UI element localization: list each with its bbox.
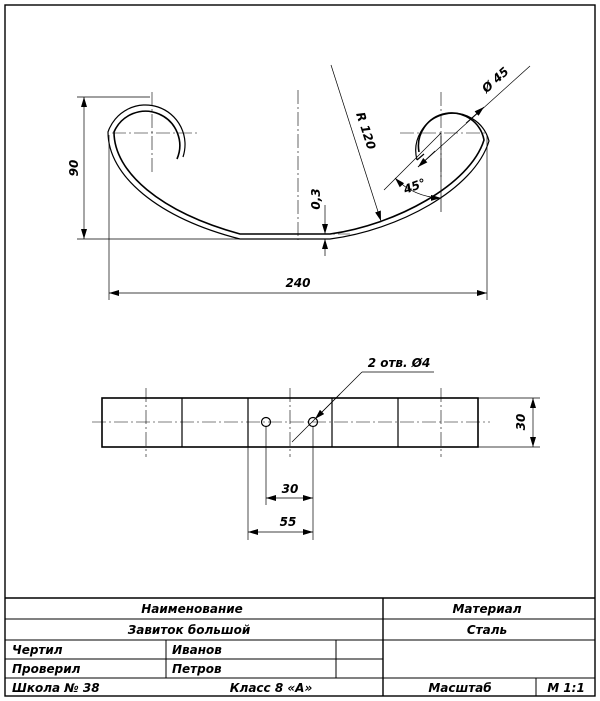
material-value: Сталь [467,623,507,637]
title-block-text: Наименование Материал Завиток большой Ст… [12,602,585,695]
drawn-label: Чертил [12,643,63,657]
name-header: Наименование [141,602,243,616]
checked-by: Петров [172,662,222,676]
dim-diameter: Ø 45 [478,64,511,96]
dim-angle: 45° [401,176,428,197]
dim-gap: 0,3 [309,188,323,209]
dimension-text-strip: 30 30 55 2 отв. Ø4 [280,356,528,529]
dim-width: 30 [514,414,528,431]
scroll-outer-contour [113,110,485,235]
dim-height: 90 [67,160,81,177]
dim-holes-note: 2 отв. Ø4 [368,356,431,370]
school-name: Школа № 38 [12,681,100,695]
scale-label: Масштаб [428,681,491,695]
material-header: Материал [452,602,521,616]
scroll-part-view [107,90,490,240]
drawn-by: Иванов [172,643,222,657]
part-name: Завиток большой [128,623,251,637]
scroll-inner-contour [107,104,490,240]
sheet-frame [4,4,596,697]
checked-label: Проверил [12,662,81,676]
dim-hole-start: 55 [280,515,297,529]
scale-value: М 1:1 [547,681,585,695]
dimension-lines-top [77,64,531,300]
dimension-lines-strip [247,371,540,540]
strip-view [92,388,490,457]
title-block [5,597,595,696]
class-name: Класс 8 «А» [230,681,313,695]
dim-length: 240 [285,276,310,290]
dim-hole-spacing: 30 [282,482,299,496]
